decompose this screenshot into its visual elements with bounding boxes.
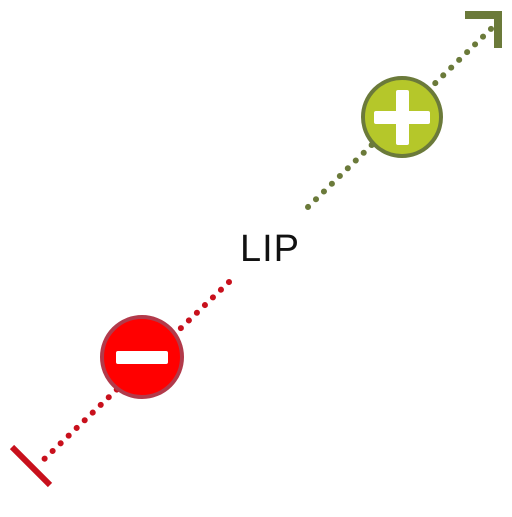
minus-circle-icon	[100, 315, 184, 399]
t-bar-end-icon	[9, 444, 53, 488]
center-label: LIP	[239, 228, 301, 270]
arrow-up-right-icon	[465, 11, 502, 48]
plus-circle-icon	[361, 76, 443, 158]
